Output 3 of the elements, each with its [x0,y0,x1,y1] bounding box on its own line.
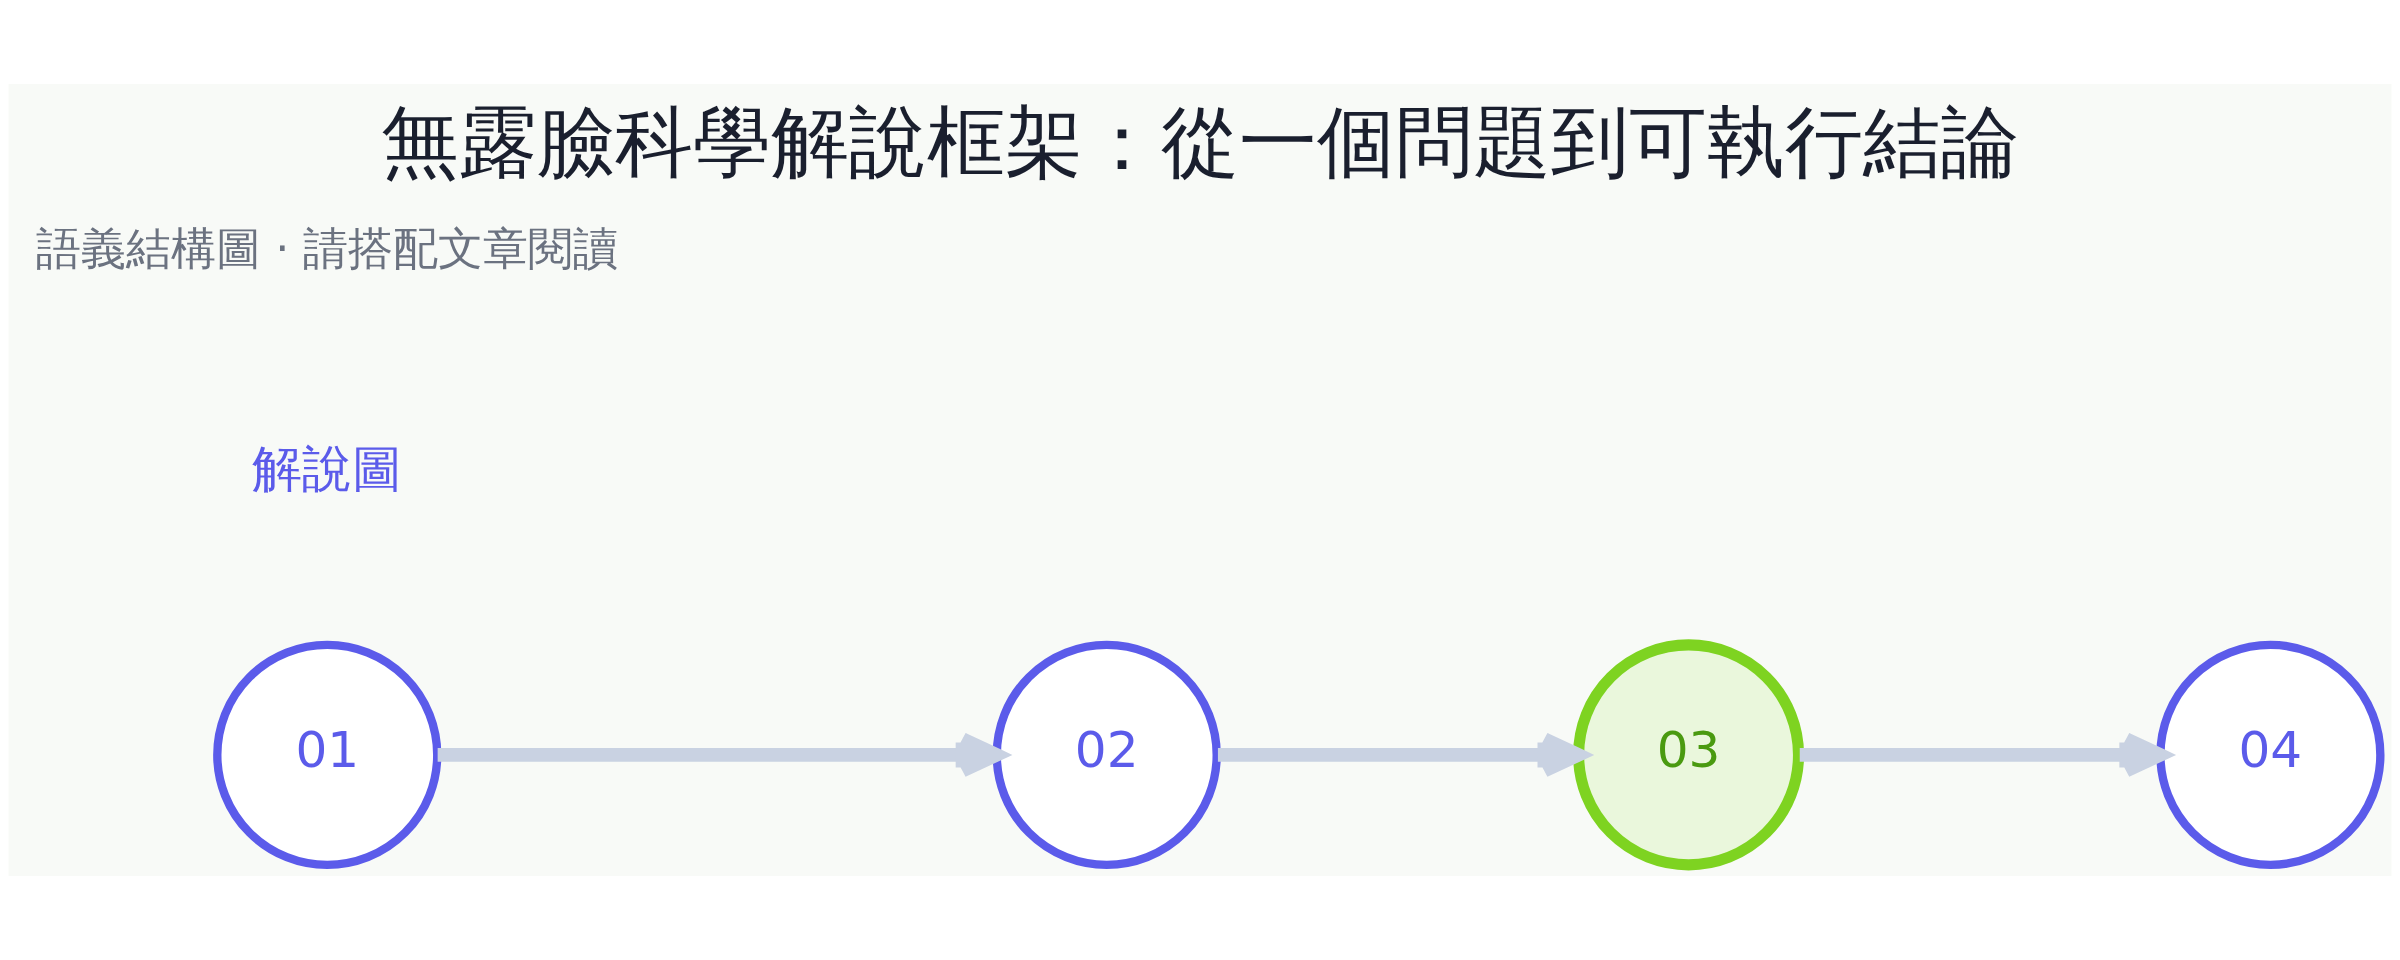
caption: 語義結構圖 · 請搭配文章閱讀 [36,223,619,276]
label: 解說圖 [252,438,403,498]
diagram-title: 無露臉科學解說框架：從一個問題到可執行結論 [381,96,2019,187]
